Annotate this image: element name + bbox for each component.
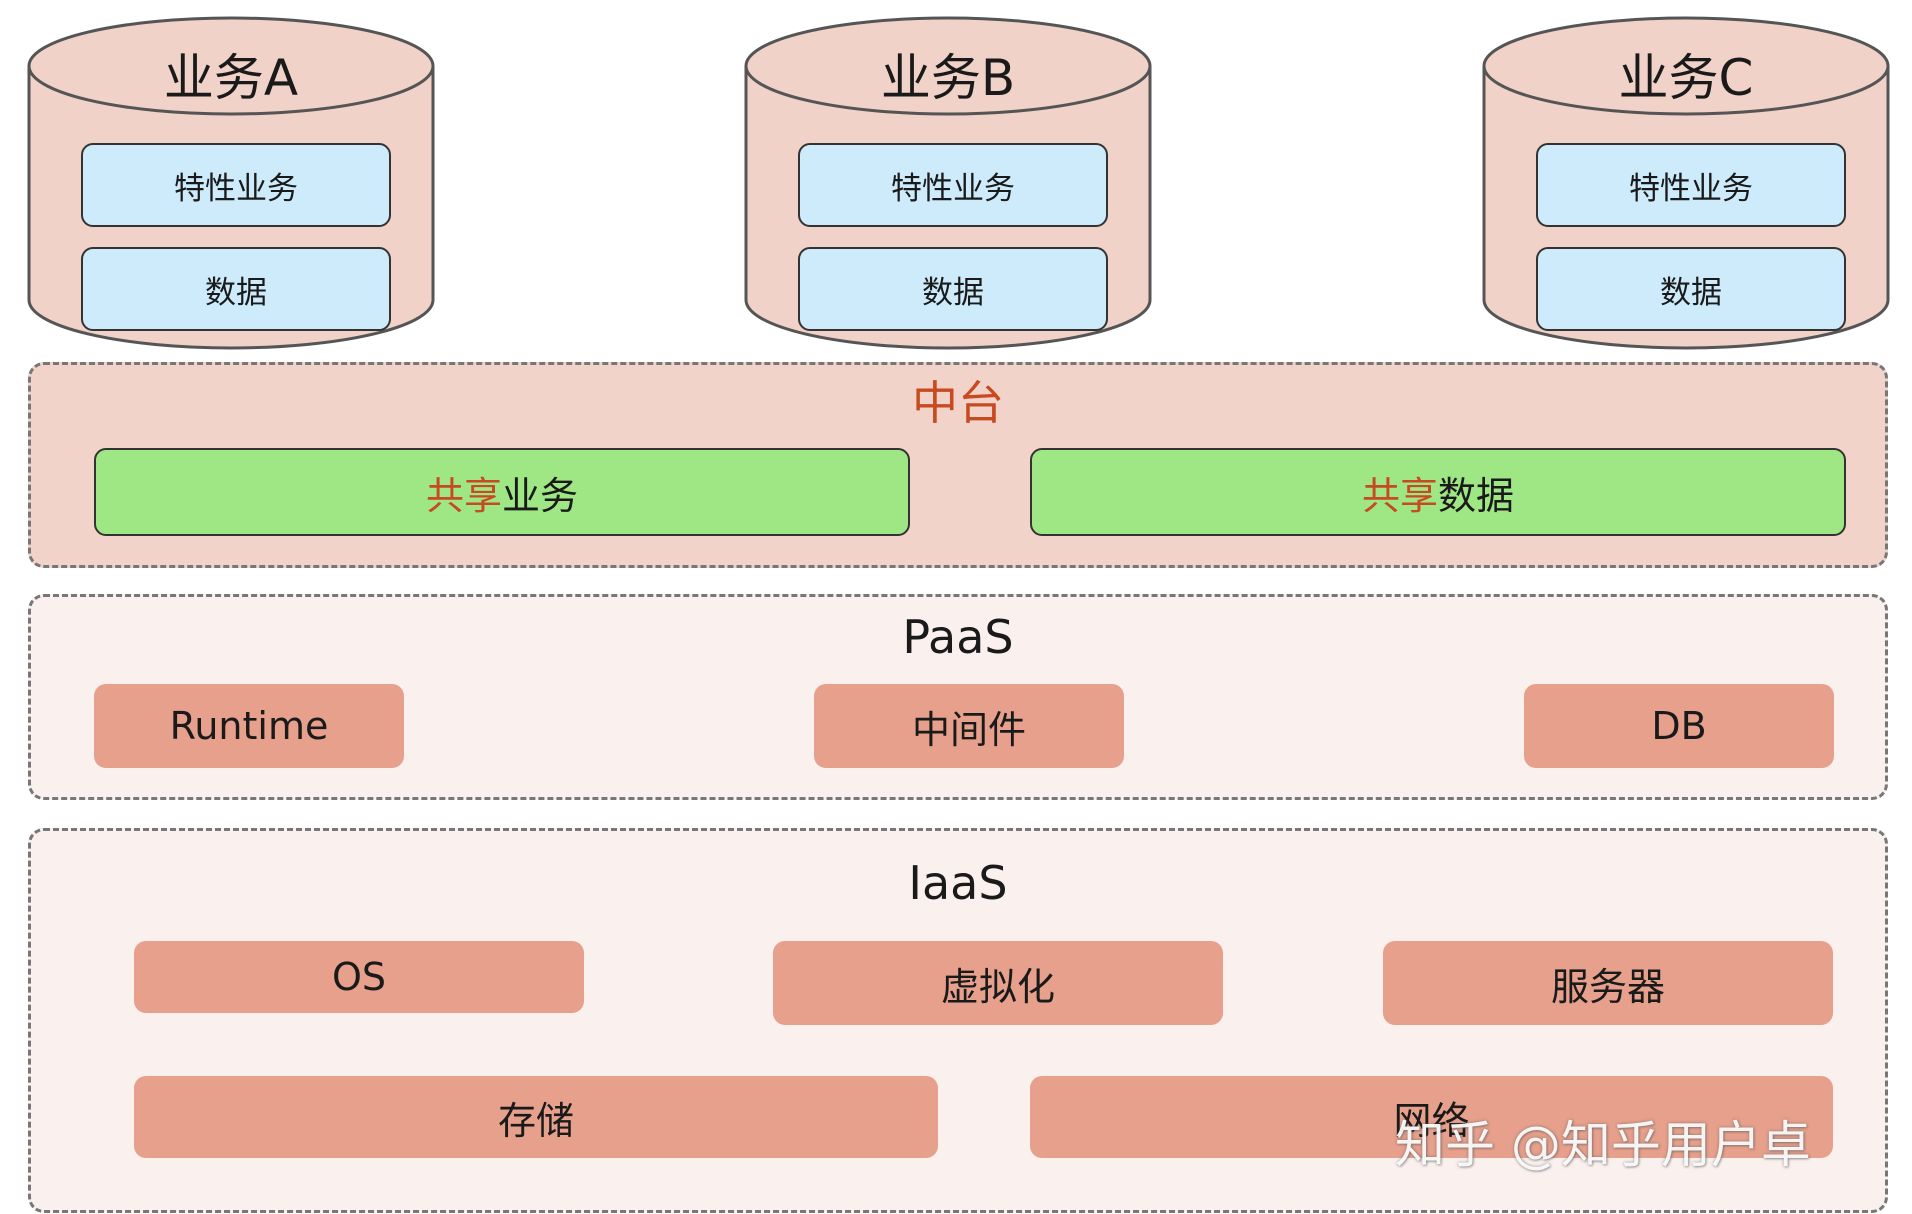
shared-prefix: 共享 [425,473,502,518]
business-title: 业务C [1618,49,1754,107]
feature-business-box: 特性业务 [798,143,1108,227]
feature-business-box: 特性业务 [81,143,391,227]
feature-business-box: 特性业务 [1536,143,1846,227]
iaas-item-os: OS [134,941,584,1013]
shared-prefix: 共享 [1361,473,1438,518]
data-box: 数据 [1536,247,1846,331]
business-cylinder-c: 业务C 特性业务 数据 [1480,14,1892,354]
business-title: 业务A [163,49,299,107]
data-box: 数据 [81,247,391,331]
iaas-panel: IaaS OS 虚拟化 服务器 存储 网络 [28,828,1888,1213]
paas-title: PaaS [902,610,1014,664]
iaas-item-virtualization: 虚拟化 [773,941,1223,1025]
paas-item-runtime: Runtime [94,684,404,768]
business-cylinder-a: 业务A 特性业务 数据 [25,14,437,354]
business-cylinder-b: 业务B 特性业务 数据 [742,14,1154,354]
middle-platform-title: 中台 [912,376,1004,430]
paas-item-db: DB [1524,684,1834,768]
business-title: 业务B [880,49,1016,107]
paas-panel: PaaS Runtime 中间件 DB [28,594,1888,800]
iaas-item-server: 服务器 [1383,941,1833,1025]
shared-data-box: 共享数据 [1030,448,1846,536]
watermark: 知乎 @知乎用户卓 [1395,1116,1811,1174]
shared-suffix: 数据 [1438,473,1515,518]
middle-platform-panel: 中台 共享业务 共享数据 [28,362,1888,568]
iaas-item-network: 网络 [1030,1076,1833,1158]
paas-item-middleware: 中间件 [814,684,1124,768]
iaas-item-storage: 存储 [134,1076,938,1158]
shared-suffix: 业务 [502,473,579,518]
data-box: 数据 [798,247,1108,331]
shared-business-box: 共享业务 [94,448,910,536]
iaas-title: IaaS [908,856,1008,910]
